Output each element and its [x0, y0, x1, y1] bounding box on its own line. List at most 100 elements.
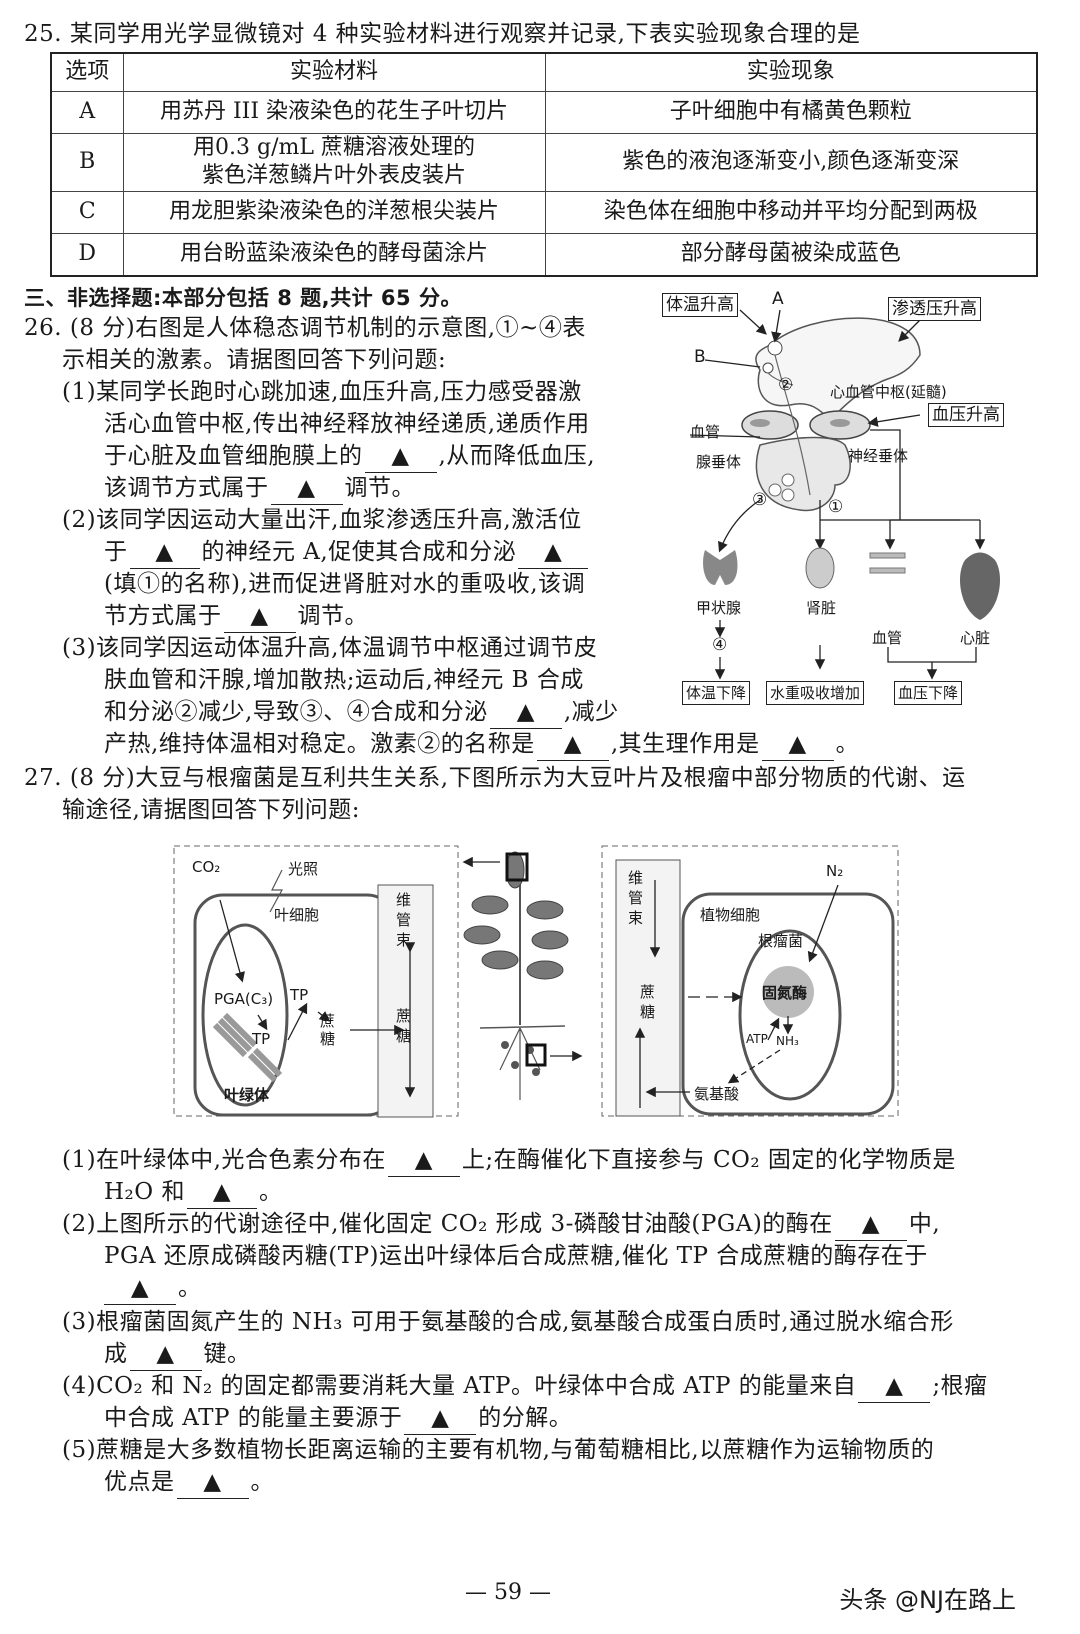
q26-line: (填①的名称),进而促进肾脏对水的重吸收,该调	[104, 571, 586, 597]
text: H₂O 和	[104, 1179, 185, 1205]
q26-line: 产热,维持体温相对稳定。激素②的名称是▲,其生理作用是▲。	[104, 728, 859, 761]
text: (4)CO₂ 和 N₂ 的固定都需要消耗大量 ATP。叶绿体中合成 ATP 的能…	[62, 1373, 857, 1399]
text: ,从而降低血压,	[438, 443, 596, 469]
table-row: B 用0.3 g/mL 蔗糖溶液处理的紫色洋葱鳞片叶外表皮装片 紫色的液泡逐渐变…	[50, 132, 1038, 192]
text: ,其生理作用是	[610, 731, 760, 757]
q27-sub2-line2: PGA 还原成磷酸丙糖(TP)运出叶绿体后合成蔗糖,催化 TP 合成蔗糖的酶存在…	[104, 1243, 928, 1269]
q27-line: 27. (8 分)大豆与根瘤菌是互利共生关系,下图所示为大豆叶片及根瘤中部分物质…	[24, 765, 966, 791]
header-phenomenon: 实验现象	[544, 52, 1038, 92]
soybean-diagram: CO₂ 光照 叶细胞 PGA(C₃) TP TP 蔗糖 叶绿体 维管束 蔗糖 维…	[170, 840, 900, 1130]
text: 优点是	[104, 1469, 175, 1495]
q27-sub5-line2: 优点是▲。	[104, 1466, 274, 1499]
answer-blank[interactable]: ▲	[129, 1338, 202, 1371]
label-bp-drop: 血压下降	[894, 681, 963, 705]
q26-line: 26. (8 分)右图是人体稳态调节机制的示意图,①~④表	[24, 315, 586, 341]
label-heart: 心脏	[960, 629, 991, 647]
label-hormone-3: ③	[752, 490, 768, 510]
watermark: 头条 @NJ在路上	[839, 1586, 1016, 1614]
text: 中合成 ATP 的能量主要源于	[104, 1405, 403, 1431]
label-sucrose: 蔗糖	[320, 1012, 336, 1048]
label-vascular-bundle-right: 维管束	[628, 869, 644, 927]
label-pga: PGA(C₃)	[214, 990, 274, 1008]
answer-blank[interactable]: ▲	[858, 1370, 931, 1403]
answer-blank[interactable]: ▲	[364, 440, 437, 473]
q27-sub4-line1: (4)CO₂ 和 N₂ 的固定都需要消耗大量 ATP。叶绿体中合成 ATP 的能…	[62, 1370, 988, 1403]
table-row: C 用龙胆紫染液染色的洋葱根尖装片 染色体在细胞中移动并平均分配到两极	[50, 190, 1038, 234]
q26-line: 该调节方式属于▲调节。	[104, 472, 415, 505]
table-row: D 用台盼蓝染液染色的酵母菌涂片 部分酵母菌被染成蓝色	[50, 232, 1038, 277]
text: 和分泌②减少,导致③、④合成和分泌	[104, 699, 488, 725]
answer-blank[interactable]: ▲	[129, 536, 200, 569]
phenomenon-cell: 子叶细胞中有橘黄色颗粒	[544, 90, 1038, 134]
soybean-metabolism-icon	[173, 845, 899, 1118]
label-tp-out: TP	[290, 986, 309, 1004]
answer-blank[interactable]: ▲	[387, 1144, 460, 1177]
material-cell: 用苏丹 III 染液染色的花生子叶切片	[122, 90, 546, 134]
q26-line: 于▲的神经元 A,促使其合成和分泌▲	[104, 536, 590, 569]
label-co2: CO₂	[192, 858, 221, 876]
label-neurohypophysis: 神经垂体	[848, 447, 909, 465]
q26-line: (3)该同学因运动体温升高,体温调节中枢通过调节皮	[62, 635, 598, 661]
brain-outline-icon	[689, 309, 1000, 680]
q27-sub4-line2: 中合成 ATP 的能量主要源于▲的分解。	[104, 1402, 572, 1435]
q27-line: 输途径,请据图回答下列问题:	[62, 797, 361, 823]
q27-sub1-line2: H₂O 和▲。	[104, 1176, 282, 1209]
option-cell: D	[50, 232, 124, 277]
answer-blank[interactable]: ▲	[404, 1402, 477, 1435]
answer-blank[interactable]: ▲	[518, 536, 589, 569]
section-title: 三、非选择题:本部分包括 8 题,共计 65 分。	[24, 286, 462, 310]
option-cell: C	[50, 190, 124, 234]
table-row: A 用苏丹 III 染液染色的花生子叶切片 子叶细胞中有橘黄色颗粒	[50, 90, 1038, 134]
option-cell: A	[50, 90, 124, 134]
label-plant-cell: 植物细胞	[700, 906, 761, 924]
phenomenon-cell: 染色体在细胞中移动并平均分配到两极	[544, 190, 1038, 234]
material-cell: 用台盼蓝染液染色的酵母菌涂片	[122, 232, 546, 277]
q27-sub5-line1: (5)蔗糖是大多数植物长距离运输的主要有机物,与葡萄糖相比,以蔗糖作为运输物质的	[62, 1437, 935, 1463]
label-sucrose-right: 蔗糖	[640, 983, 656, 1021]
answer-blank[interactable]: ▲	[270, 472, 343, 505]
label-atp: ATP	[746, 1032, 768, 1046]
label-amino-acid: 氨基酸	[694, 1085, 740, 1103]
homeostasis-diagram: 体温升高 A B 渗透压升高 ② 心血管中枢(延髓) 血压升高 血管 腺垂体 神…	[660, 285, 1080, 715]
text: 键。	[203, 1341, 251, 1367]
label-neuron-a: A	[772, 289, 784, 309]
q26-line: 节方式属于▲调节。	[104, 600, 368, 633]
text: 产热,维持体温相对稳定。激素②的名称是	[104, 731, 535, 757]
label-neuron-b: B	[694, 347, 706, 367]
answer-blank[interactable]: ▲	[536, 728, 609, 761]
text: ;根瘤	[932, 1373, 988, 1399]
header-material: 实验材料	[122, 52, 546, 92]
text: 。	[250, 1469, 274, 1495]
answer-blank[interactable]: ▲	[834, 1208, 907, 1241]
label-hormone-2: ②	[778, 375, 794, 395]
label-kidney: 肾脏	[806, 599, 837, 617]
q25-table: 选项 实验材料 实验现象 A 用苏丹 III 染液染色的花生子叶切片 子叶细胞中…	[50, 52, 1038, 277]
text: (2)上图所示的代谢途径中,催化固定 CO₂ 形成 3-磷酸甘油酸(PGA)的酶…	[62, 1211, 833, 1237]
label-leaf-cell: 叶细胞	[274, 906, 320, 924]
text: (1)在叶绿体中,光合色素分布在	[62, 1147, 386, 1173]
material-cell: 用0.3 g/mL 蔗糖溶液处理的紫色洋葱鳞片叶外表皮装片	[122, 132, 546, 192]
text: 该调节方式属于	[104, 475, 269, 501]
header-option: 选项	[50, 52, 124, 92]
label-bp-rise: 血压升高	[928, 403, 1004, 427]
q26-line: 和分泌②减少,导致③、④合成和分泌▲,减少	[104, 696, 619, 729]
label-temp-drop: 体温下降	[682, 681, 751, 705]
phenomenon-cell: 部分酵母菌被染成蓝色	[544, 232, 1038, 277]
label-rhizobia: 根瘤菌	[758, 932, 804, 950]
q27-sub3-line1: (3)根瘤菌固氮产生的 NH₃ 可用于氨基酸的合成,氨基酸合成蛋白质时,通过脱水…	[62, 1309, 954, 1335]
label-vessel: 血管	[690, 423, 721, 441]
answer-blank[interactable]: ▲	[489, 696, 562, 729]
label-light: 光照	[288, 860, 319, 878]
answer-blank[interactable]: ▲	[104, 1272, 176, 1305]
answer-blank[interactable]: ▲	[176, 1466, 249, 1499]
answer-blank[interactable]: ▲	[223, 600, 296, 633]
text: 上;在酶催化下直接参与 CO₂ 固定的化学物质是	[461, 1147, 956, 1173]
label-vessel-2: 血管	[872, 629, 903, 647]
answer-blank[interactable]: ▲	[186, 1176, 257, 1209]
text: 调节。	[297, 603, 368, 629]
q25-stem: 25. 某同学用光学显微镜对 4 种实验材料进行观察并记录,下表实验现象合理的是	[24, 21, 861, 47]
label-hormone-1: ①	[828, 497, 844, 517]
label-hormone-4: ④	[712, 635, 728, 655]
text: 成	[104, 1341, 128, 1367]
answer-blank[interactable]: ▲	[761, 728, 834, 761]
